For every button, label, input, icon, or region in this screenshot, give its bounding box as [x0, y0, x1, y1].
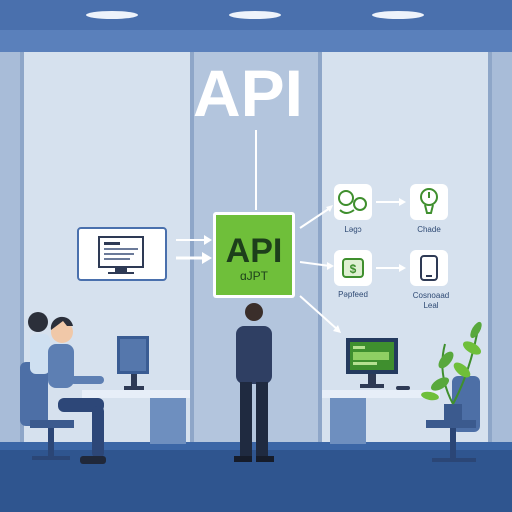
node-label: Cosnoaad	[413, 291, 449, 300]
page-title: API	[193, 56, 303, 130]
arrow-head	[326, 205, 333, 212]
node-phone[interactable]	[410, 250, 448, 286]
ceiling-light	[229, 11, 281, 19]
arrow-head	[399, 264, 406, 272]
connector-line	[299, 207, 331, 229]
desk-leg	[330, 398, 366, 444]
dollar-icon: $	[342, 258, 364, 278]
desk-leg	[150, 398, 186, 444]
hub-title: API	[226, 232, 283, 270]
connector-line	[299, 295, 339, 331]
node-label: Ləgɔ	[344, 225, 361, 234]
bulb-icon	[420, 188, 438, 214]
api-hub[interactable]	[216, 215, 292, 295]
ceiling-light	[86, 11, 138, 19]
ceiling-light	[372, 11, 424, 19]
plant-icon	[421, 321, 482, 424]
person-seated	[48, 316, 106, 464]
person-standing-back	[28, 312, 50, 374]
svg-text:$: $	[350, 262, 357, 276]
desk-top	[322, 390, 440, 398]
monitor	[117, 336, 149, 390]
mouse	[396, 386, 410, 390]
users-icon	[338, 190, 367, 214]
arrow-head	[333, 325, 341, 333]
monitor-icon	[98, 236, 144, 274]
ceiling-beam	[0, 30, 512, 52]
connector-line	[299, 261, 331, 267]
arrow-head	[327, 262, 334, 270]
monitor	[346, 338, 398, 388]
node-label: Chade	[417, 225, 441, 234]
person-standing-center	[234, 303, 274, 462]
node-label: Leal	[423, 301, 438, 310]
arrow-right-icon	[176, 235, 212, 264]
node-bulb[interactable]	[410, 184, 448, 220]
phone-icon	[420, 255, 438, 281]
desk-top	[82, 390, 190, 398]
arrow-head	[399, 198, 406, 206]
node-users[interactable]	[334, 184, 372, 220]
wall-column	[490, 52, 512, 442]
node-label: Pəpfeed	[338, 290, 368, 299]
wall-column	[0, 52, 22, 442]
hub-subtitle: ɑJPT	[240, 269, 269, 283]
office-chair	[20, 362, 74, 460]
